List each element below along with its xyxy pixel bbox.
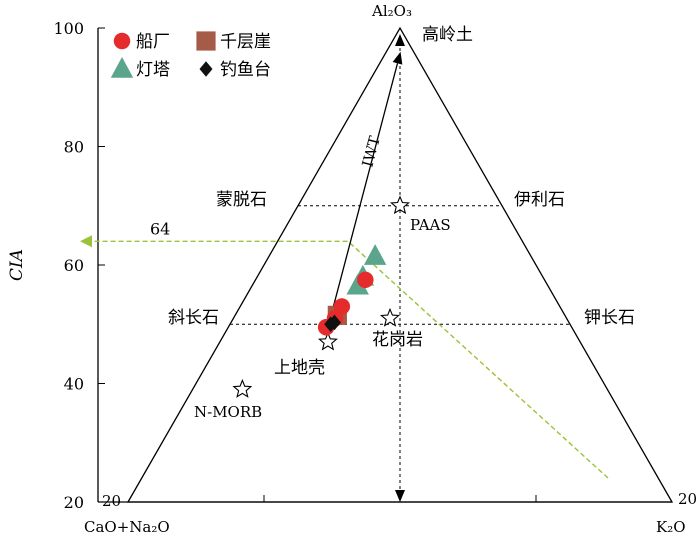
apex-label-right: K₂O (656, 518, 686, 536)
data-points (317, 244, 387, 336)
mineral-label: 钾长石 (584, 308, 635, 328)
mineral-label: 高岭土 (422, 25, 473, 45)
cia-64-arrowhead (80, 235, 92, 248)
legend-marker-square (196, 31, 216, 51)
y-tick-label: 100 (53, 19, 84, 38)
y-tick-label: 40 (64, 375, 84, 394)
mineral-star-marker (318, 331, 338, 351)
apex-label-top: Al₂O₃ (371, 2, 412, 20)
legend-label: 钓鱼台 (220, 60, 271, 80)
cia-64-label: 64 (150, 219, 170, 238)
y-axis-ticks: 20 40 60 80 100 (53, 19, 105, 512)
legend-label: 灯塔 (136, 60, 170, 80)
bottom-left-20: 20 (102, 492, 121, 510)
mineral-label: 斜长石 (168, 308, 219, 328)
data-point-triangle (363, 244, 387, 265)
apex-label-left: CaO+Na₂O (84, 518, 170, 536)
legend-marker-circle (113, 32, 131, 50)
iwt-arrowhead (392, 51, 403, 65)
data-point-diamond (327, 314, 341, 331)
mineral-label: 花岗岩 (372, 330, 423, 350)
data-point-circle (357, 271, 374, 289)
mineral-label: 上地壳 (274, 358, 325, 378)
iwt-trend-arrow (326, 63, 399, 331)
y-tick-label: 80 (64, 138, 84, 157)
bottom-right-20: 20 (678, 490, 697, 508)
mineral-label: PAAS (410, 216, 451, 234)
mineral-star-marker (390, 195, 410, 215)
y-tick-label: 20 (64, 493, 84, 512)
mineral-star-marker (232, 378, 253, 398)
legend-label: 船厂 (136, 32, 170, 52)
y-axis-label: CIA (7, 249, 27, 281)
legend-label: 千层崖 (220, 32, 271, 52)
vertical-arrowhead-bottom (395, 490, 405, 502)
mineral-star-marker (380, 307, 400, 327)
vertical-arrowhead-top (395, 34, 405, 46)
mineral-label: 伊利石 (514, 190, 565, 210)
legend-marker-triangle (110, 57, 134, 78)
mineral-label: 蒙脱石 (216, 190, 267, 210)
y-tick-label: 60 (64, 256, 84, 275)
legend-marker-diamond (199, 61, 213, 77)
mineral-label: N-MORB (194, 403, 262, 421)
iwt-label: IWT (358, 134, 383, 169)
cia-64-trend-line (88, 240, 609, 479)
